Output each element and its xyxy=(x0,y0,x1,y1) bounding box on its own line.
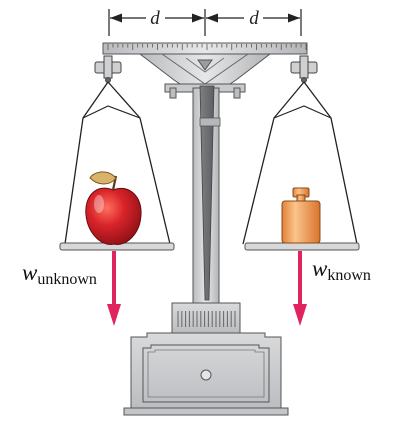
arrowhead-icon xyxy=(192,13,204,23)
weight-arrow-icon xyxy=(293,251,307,326)
weight-known-symbol: w xyxy=(312,256,328,281)
right-pan-hanger xyxy=(290,55,318,83)
apple-icon xyxy=(85,171,142,245)
weight-unknown-label: wunknown xyxy=(22,260,97,288)
right-pan xyxy=(242,81,360,251)
weight-unknown-symbol: w xyxy=(22,260,38,285)
weight-known-label: wknown xyxy=(312,256,371,284)
balance-beam xyxy=(102,42,308,55)
center-column xyxy=(192,85,221,304)
left-pan-hanger xyxy=(94,55,122,83)
distance-dimension xyxy=(108,9,302,36)
beam-scale-ticks xyxy=(107,44,307,50)
weight-known-subscript: known xyxy=(327,267,371,284)
arrowhead-icon xyxy=(288,13,300,23)
base-grille xyxy=(177,311,236,327)
distance-label-left: d xyxy=(150,8,160,29)
weight-arrow-icon xyxy=(107,251,121,326)
scale-base xyxy=(123,302,289,416)
left-pan xyxy=(59,81,175,251)
fulcrum-icon xyxy=(197,59,213,71)
arrowhead-icon xyxy=(206,13,218,23)
drawer-knob-icon xyxy=(200,369,212,381)
calibration-weight-icon xyxy=(281,187,321,244)
weight-unknown-subscript: unknown xyxy=(37,271,97,288)
balance-pointer xyxy=(199,85,215,301)
distance-label-right: d xyxy=(249,8,259,29)
arrowhead-icon xyxy=(110,13,122,23)
